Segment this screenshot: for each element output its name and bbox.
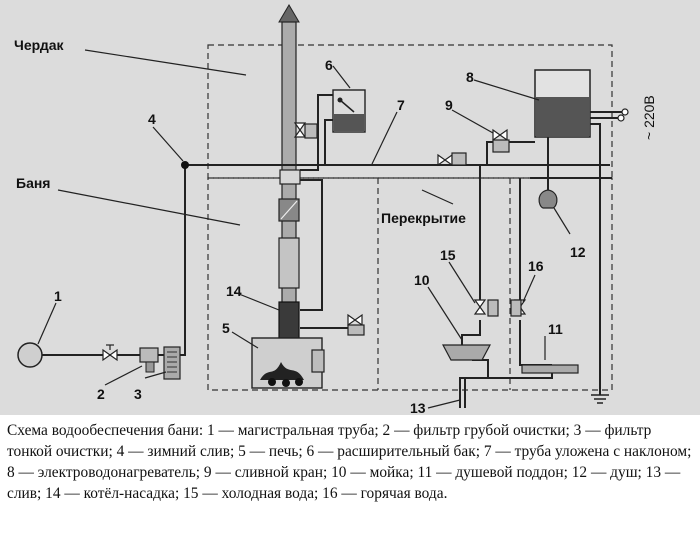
ground-wire <box>590 123 601 395</box>
sink-supply <box>461 320 481 345</box>
label-14: 14 <box>226 283 242 299</box>
chimney <box>278 4 301 341</box>
expansion-supply <box>300 94 333 171</box>
label-11: 11 <box>548 321 563 337</box>
water-supply-diagram: Чердак Баня Перекрытие ~ 220В 1 2 3 4 5 … <box>0 0 700 415</box>
chimney-tank <box>278 237 300 289</box>
bath-label: Баня <box>16 175 50 191</box>
terminals <box>617 108 629 122</box>
main-pipe <box>42 165 186 356</box>
label-4: 4 <box>148 111 156 127</box>
label-5: 5 <box>222 320 230 336</box>
bath-zone <box>207 177 613 391</box>
label-3: 3 <box>134 386 142 402</box>
shower-head <box>538 189 558 209</box>
sloped-pipe-valve-icon <box>437 153 453 167</box>
figure-caption: Схема водообеспечения бани: 1 — магистра… <box>7 422 692 502</box>
fine-filter <box>163 346 181 380</box>
coarse-filter <box>139 347 159 373</box>
cold-valve-icon <box>473 299 487 315</box>
label-6: 6 <box>325 57 333 73</box>
valve-bodies <box>304 123 522 336</box>
label-12: 12 <box>570 244 586 260</box>
junction-dot <box>181 161 189 169</box>
sink <box>442 344 491 361</box>
label-15: 15 <box>440 247 456 263</box>
main-pipe-end <box>17 342 43 368</box>
expansion-valve-icon <box>293 122 307 138</box>
chimney-collar <box>279 169 301 185</box>
stove <box>251 337 325 389</box>
label-9: 9 <box>445 97 453 113</box>
drain-valve-icon <box>492 128 508 142</box>
pipes <box>42 94 622 408</box>
label-10: 10 <box>414 272 430 288</box>
expansion-return <box>324 119 333 165</box>
boiler-valve-icon <box>347 313 363 327</box>
expansion-tank <box>332 89 366 133</box>
ground-symbol <box>591 394 609 404</box>
boiler-loop <box>300 179 323 311</box>
label-8: 8 <box>466 69 474 85</box>
heater-outlet <box>547 137 612 179</box>
label-7: 7 <box>397 97 405 113</box>
label-16: 16 <box>528 258 544 274</box>
boiler-jacket <box>278 301 300 341</box>
heater-inlet <box>486 141 535 165</box>
water-heater <box>534 69 591 138</box>
ceiling-label: Перекрытие <box>381 210 466 226</box>
shower-pipe <box>530 177 549 190</box>
label-1: 1 <box>54 288 62 304</box>
shower-tray <box>521 364 579 374</box>
voltage-label: ~ 220В <box>641 95 657 140</box>
attic-label: Чердак <box>14 37 64 53</box>
leader-lines <box>37 49 571 409</box>
main-valve-icon <box>102 344 118 362</box>
label-13: 13 <box>410 400 426 415</box>
diagram-svg: Чердак Баня Перекрытие ~ 220В 1 2 3 4 5 … <box>14 4 657 415</box>
label-2: 2 <box>97 386 105 402</box>
